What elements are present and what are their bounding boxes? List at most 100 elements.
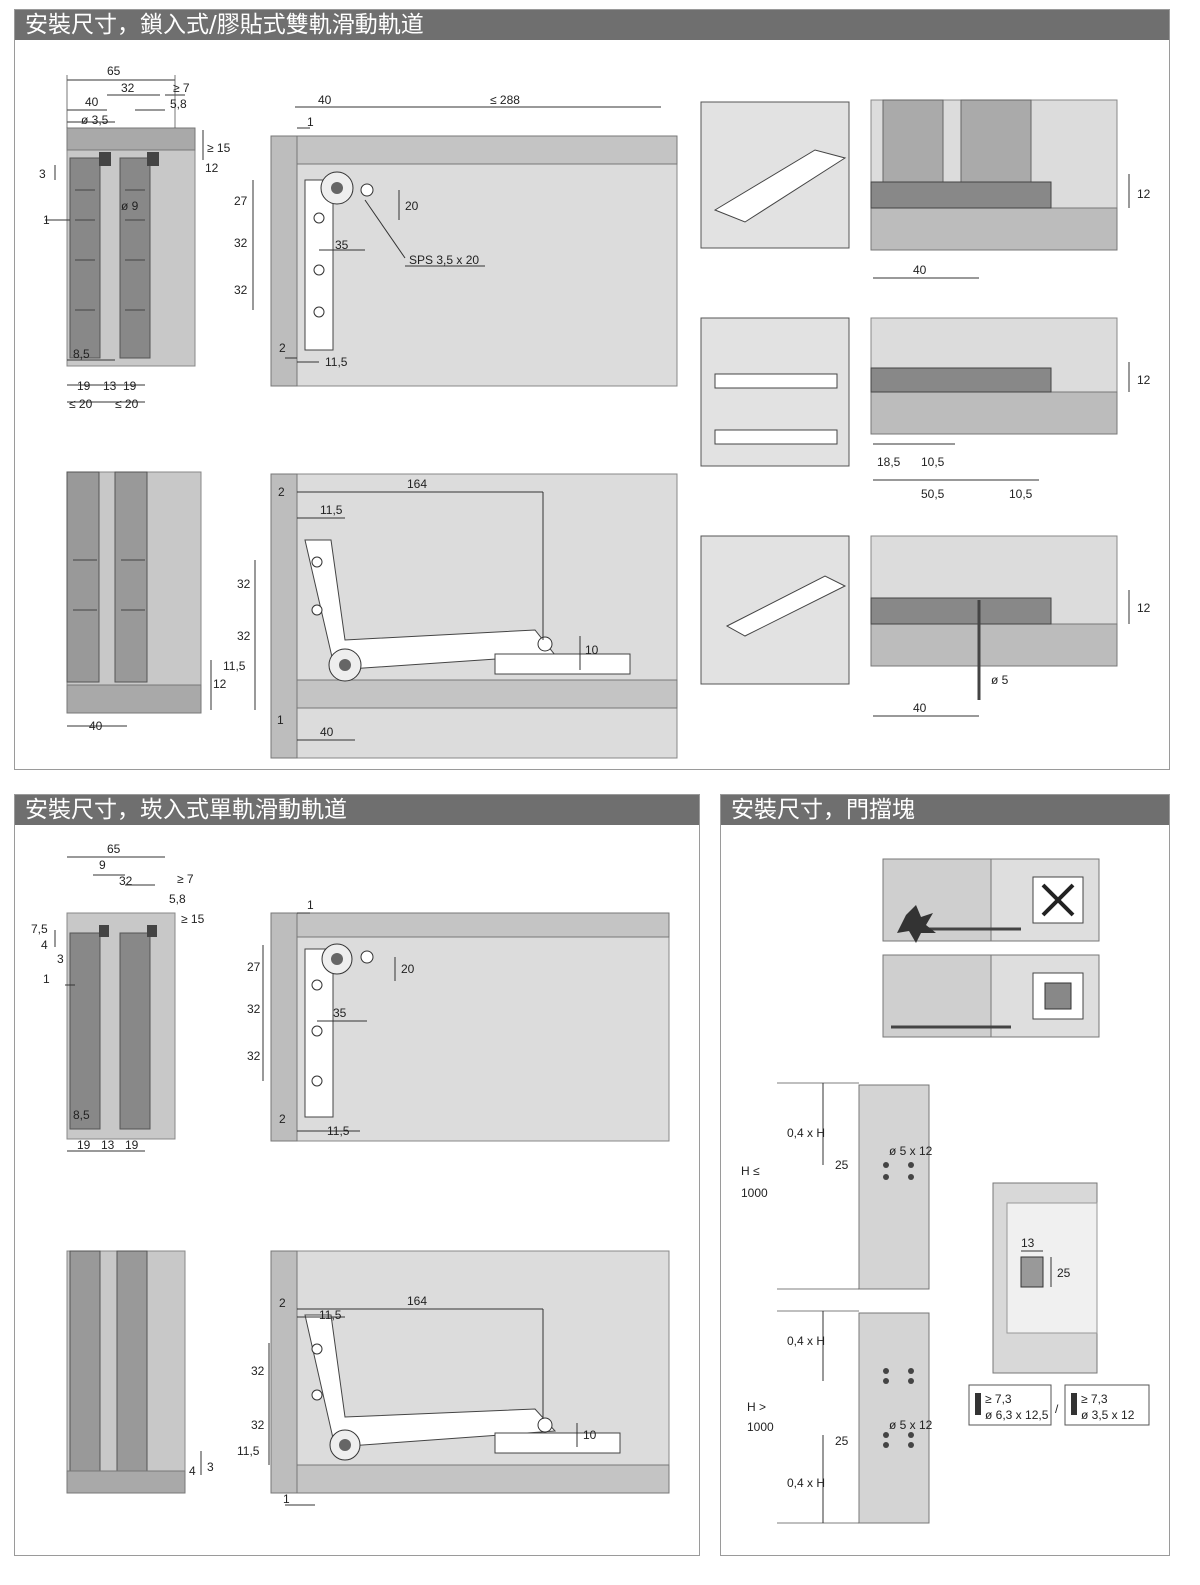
dt-td-b3: 10,5: [921, 455, 945, 469]
dt-sv-d14: 13: [103, 379, 117, 393]
ds-scr-b-a: ≥ 7,3: [1081, 1392, 1108, 1406]
dt-sv-d13: 19: [77, 379, 91, 393]
dt-td-b1: 12: [1137, 373, 1151, 387]
st-bottom-fitting: 2 164 11,5 32 32 11,5 10 1: [237, 1250, 670, 1506]
st-sv-d12: 19: [77, 1138, 91, 1152]
dt-td-c1: 12: [1137, 601, 1151, 615]
dt-section-view: 65 32 ≥ 7 40 5,8 ø 3,5 ≥ 15 12 3 ø 9 1 8…: [39, 64, 231, 411]
st-sv-d5: 5,8: [169, 892, 186, 906]
dt-tf-d8: SPS 3,5 x 20: [409, 253, 479, 267]
dt-bottom-section: 40: [66, 471, 202, 733]
st-sv-d7: 7,5: [31, 922, 48, 936]
dt-sv-d12: 8,5: [73, 347, 90, 361]
dt-bf-d3: 11,5: [320, 503, 343, 517]
dt-track-detail-c: 12 ø 5 40: [700, 535, 1151, 717]
dt-sv-d2: 32: [121, 81, 135, 95]
st-bs-d2: 3: [207, 1460, 214, 1474]
st-tf-d8: 11,5: [327, 1124, 350, 1138]
st-sv-d6: ≥ 15: [181, 912, 205, 926]
dt-bs-d1: 40: [89, 719, 103, 733]
dt-sv-d3: ≥ 7: [173, 81, 190, 95]
dt-sv-d7: ≥ 15: [207, 141, 231, 155]
dt-bf-d10: 40: [320, 725, 334, 739]
stop-block: [1020, 1256, 1044, 1288]
dt-tf-d11: 11,5: [325, 355, 348, 369]
dt-bf-d9: 1: [277, 713, 284, 727]
st-sv-d8: 4: [41, 938, 48, 952]
st-bf-d2: 164: [407, 1294, 427, 1308]
dt-bf-d8: 12: [213, 677, 227, 691]
ds-sb-a: 13: [1021, 1236, 1035, 1250]
st-tf-d5: 35: [333, 1006, 347, 1020]
double-track-title: 安裝尺寸，鎖入式/膠貼式雙軌滑動軌道: [15, 10, 1169, 40]
screw-icon: [1071, 1393, 1077, 1415]
st-sv-d10: 1: [43, 972, 50, 986]
dt-sv-d16: ≤ 20: [69, 397, 93, 411]
st-bf-d7: 10: [583, 1428, 597, 1442]
dt-bf-d4: 32: [237, 577, 251, 591]
ds-ld-f: 0,4 x H: [787, 1476, 825, 1490]
ds-stop-block-detail: 13 25: [992, 1182, 1098, 1374]
dt-sv-d5: 5,8: [170, 97, 187, 111]
st-bf-d3: 11,5: [319, 1308, 342, 1322]
dt-td-c2: ø 5: [991, 673, 1009, 687]
dt-sv-d17: ≤ 20: [115, 397, 139, 411]
dt-sv-d15: 19: [123, 379, 137, 393]
single-track-title: 安裝尺寸，崁入式單軌滑動軌道: [15, 795, 699, 825]
st-sv-d3: 32: [119, 874, 133, 888]
double-track-panel: 安裝尺寸，鎖入式/膠貼式雙軌滑動軌道: [14, 9, 1170, 770]
single-track-panel: 安裝尺寸，崁入式單軌滑動軌道 65 9 32 ≥ 7 5,8 ≥ 15 7,5 …: [14, 794, 700, 1556]
dt-bf-d1: 2: [278, 485, 285, 499]
ds-ld-e: 25: [835, 1434, 849, 1448]
dt-sv-d4: 40: [85, 95, 99, 109]
ds-stop-view: [882, 954, 1100, 1038]
dt-tf-d4: 27: [234, 194, 248, 208]
st-sv-d9: 3: [57, 952, 64, 966]
dt-tf-d2: ≤ 288: [490, 93, 520, 107]
dt-td-a2: 40: [913, 263, 927, 277]
dt-td-b2: 18,5: [877, 455, 901, 469]
screw-icon: [975, 1393, 981, 1415]
ds-sd-c: 25: [835, 1158, 849, 1172]
dt-bf-d6: 11,5: [223, 659, 246, 673]
dt-bf-d2: 164: [407, 477, 427, 491]
st-bf-d4: 32: [251, 1364, 265, 1378]
door-stop-drawings: 0,4 x H ø 5 x 12 25 H ≤ 1000 0,4 x H H >…: [741, 858, 1150, 1524]
st-bs-d1: 4: [189, 1464, 196, 1478]
dt-sv-d10: ø 9: [121, 199, 139, 213]
ds-screw-spec-b: ≥ 7,3 ø 3,5 x 12: [1064, 1384, 1150, 1426]
ds-scr-a-a: ≥ 7,3: [985, 1392, 1012, 1406]
double-track-drawings: 65 32 ≥ 7 40 5,8 ø 3,5 ≥ 15 12 3 ø 9 1 8…: [39, 64, 1151, 759]
dt-tf-d7: 35: [335, 238, 349, 252]
st-bf-d5: 32: [251, 1418, 265, 1432]
ds-sd-d: H ≤: [741, 1164, 760, 1178]
ds-screw-spec-a: ≥ 7,3 ø 6,3 x 12,5: [968, 1384, 1052, 1426]
st-tf-d2: 27: [247, 960, 261, 974]
ds-screw-separator: /: [1055, 1402, 1059, 1416]
dt-sv-d8: 12: [205, 161, 219, 175]
st-sv-d1: 65: [107, 842, 121, 856]
ds-sd-b: ø 5 x 12: [889, 1144, 933, 1158]
dt-top-fitting: 40 ≤ 288 1 27 20 32 35 SPS 3,5 x 20 32 2…: [234, 93, 678, 387]
dt-bf-d5: 32: [237, 629, 251, 643]
stop-block-icon: [1044, 982, 1072, 1010]
st-bf-d1: 2: [279, 1296, 286, 1310]
dt-td-c3: 40: [913, 701, 927, 715]
dt-sv-d11: 1: [43, 213, 50, 227]
ds-collision-view: [882, 858, 1100, 943]
ds-small-door: 0,4 x H ø 5 x 12 25 H ≤ 1000: [741, 1082, 933, 1290]
st-sv-d14: 19: [125, 1138, 139, 1152]
dt-tf-d5: 20: [405, 199, 419, 213]
st-tf-d4: 32: [247, 1002, 261, 1016]
dt-tf-d10: 2: [279, 341, 286, 355]
dt-tf-d3: 1: [307, 115, 314, 129]
ds-scr-a-b: ø 6,3 x 12,5: [985, 1408, 1049, 1422]
dt-td-b5: 10,5: [1009, 487, 1033, 501]
ds-sb-b: 25: [1057, 1266, 1071, 1280]
st-bf-d6: 11,5: [237, 1444, 260, 1458]
door-stop-title: 安裝尺寸，門擋塊: [721, 795, 1169, 825]
dt-track-detail-b: 12 18,5 10,5 50,5 10,5: [700, 317, 1151, 501]
st-tf-d6: 32: [247, 1049, 261, 1063]
single-track-drawings: 65 9 32 ≥ 7 5,8 ≥ 15 7,5 4 3 1 8,5 19 13…: [31, 842, 670, 1506]
st-sv-d13: 13: [101, 1138, 115, 1152]
